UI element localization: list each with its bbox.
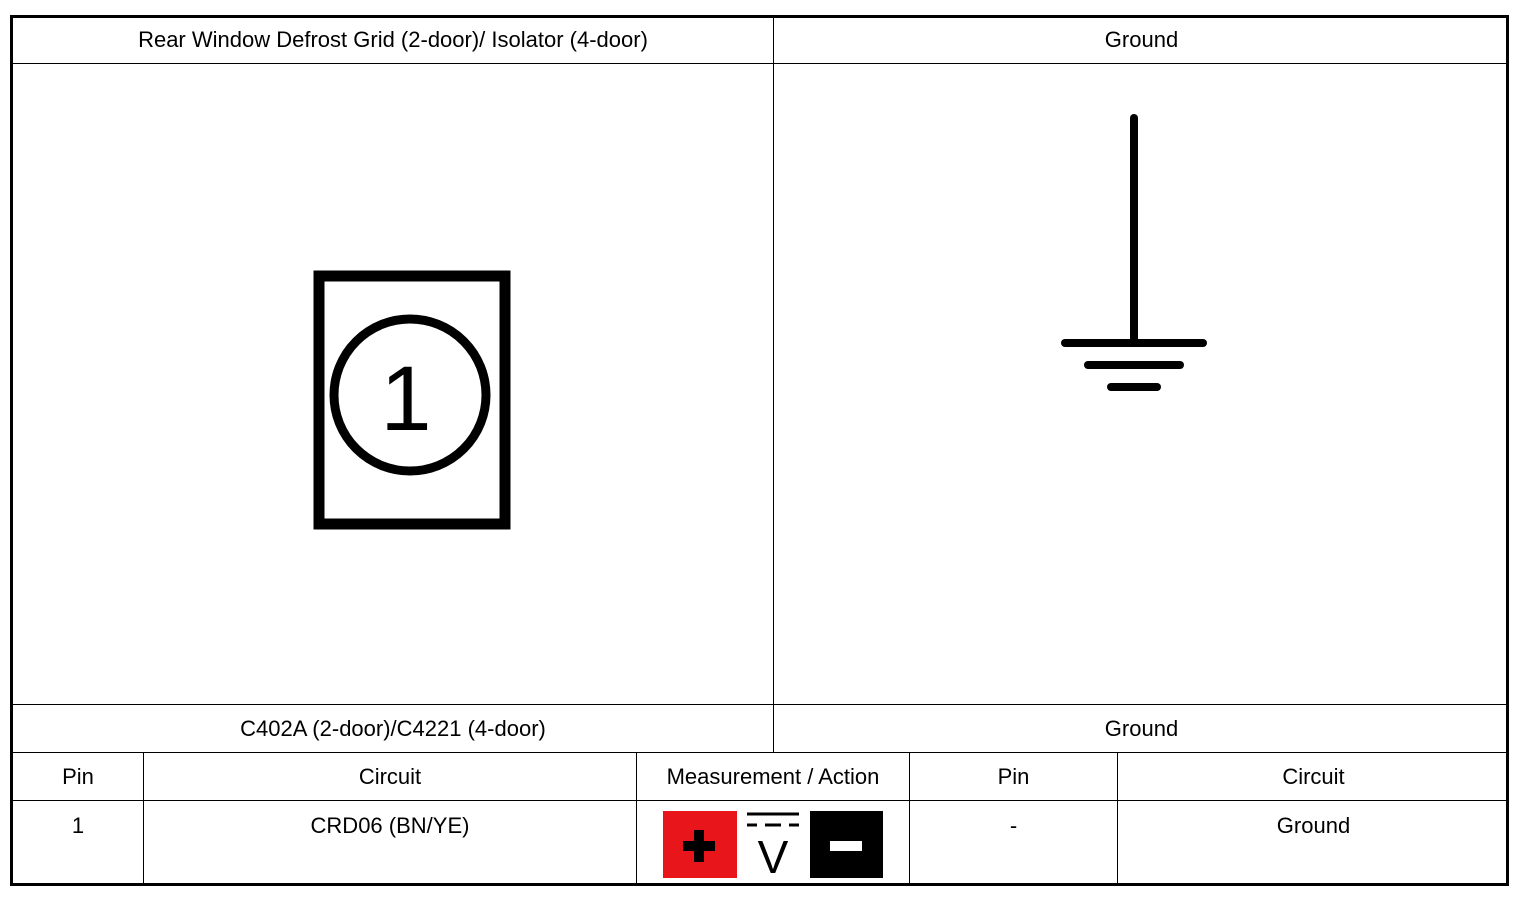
row-circuit-a: CRD06 (BN/YE) [310,813,470,838]
row-pin-b: - [1009,813,1018,838]
header-pin-b: Pin [997,763,1030,789]
svg-text:V: V [758,831,789,879]
pin-number-label: 1 [380,348,431,450]
dc-voltage-icon: V [747,812,799,879]
grid-line [12,704,1509,705]
connector-face-diagram: 1 [313,270,511,530]
row-pin-a: 1 [71,813,85,838]
connector-id-left: C402A (2-door)/C4221 (4-door) [240,715,546,741]
grid-line [909,752,910,886]
header-measurement: Measurement / Action [666,763,880,789]
connector-title-left: Rear Window Defrost Grid (2-door)/ Isola… [138,27,648,52]
connector-title-right: Ground [1104,27,1179,52]
grid-line [773,17,774,753]
grid-line [143,752,144,886]
diagram-frame [10,15,1509,886]
measurement-icons: V [663,811,883,879]
plus-icon [663,811,737,878]
header-circuit-a: Circuit [358,763,422,789]
measurement-action-cell: V [637,801,909,885]
row-circuit-b: Ground [1276,813,1351,838]
grid-line [12,800,1509,801]
connector-body [313,270,511,530]
header-pin-a: Pin [62,763,94,789]
grid-line [1117,752,1118,886]
grid-line [12,752,1509,753]
header-circuit-b: Circuit [1282,763,1345,789]
connector-id-right: Ground [1104,715,1179,741]
grid-line [636,752,637,886]
grid-line [12,63,1509,64]
ground-icon [1061,114,1207,391]
minus-icon [810,811,883,878]
pin-circle [329,314,491,476]
